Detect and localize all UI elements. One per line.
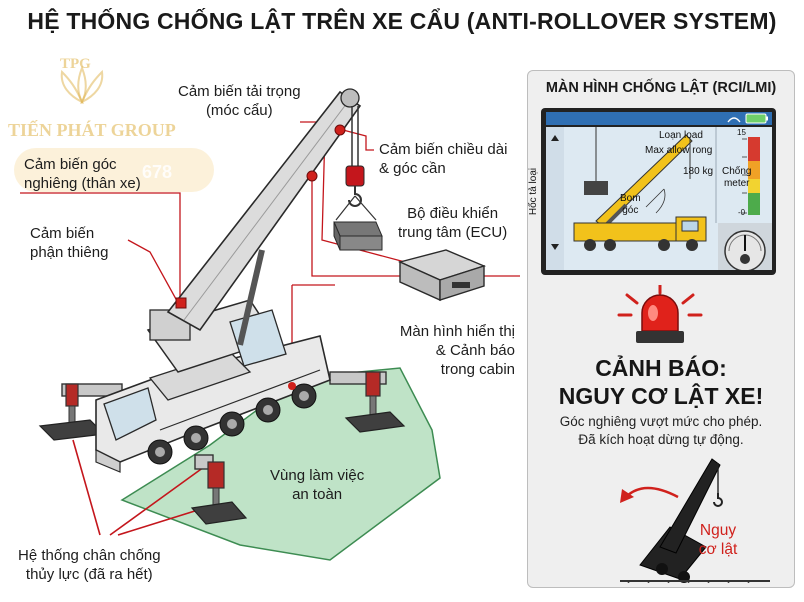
- warning-text: Góc nghiêng vượt mức cho phép. Đã kích h…: [527, 413, 795, 449]
- rci-screen-graphic: [546, 127, 772, 270]
- meter-bar-yellow: [748, 179, 760, 193]
- danger-label: Nguy cơ lật: [688, 521, 748, 559]
- warning-title-line-2: NGUY CƠ LẬT XE!: [558, 383, 764, 409]
- meter-bottom-value: -0: [738, 208, 746, 217]
- label-level-line-2: phận thiêng: [30, 244, 109, 261]
- tilt-sensor-marker: [175, 297, 187, 309]
- label-cabin-line-2: & Cảnh báo: [435, 342, 515, 359]
- meter-bar-red: [748, 137, 760, 161]
- pointer-outrigger-left: [72, 439, 101, 536]
- screen-max-label: Max allow rong: [645, 145, 713, 156]
- crane-truck: [95, 335, 331, 473]
- label-safe-zone-line-1: Vùng làm việc: [270, 467, 365, 484]
- watermark-logo-text: TPG: [60, 56, 91, 72]
- crane-illustration: [20, 88, 520, 561]
- watermark-lotus-icon: [60, 66, 104, 105]
- watermark-phone: 678: [142, 162, 173, 182]
- leader-tilt-sensor: [20, 192, 181, 300]
- outrigger-rear-right: [329, 371, 406, 433]
- label-safe-zone-line-2: an toàn: [292, 486, 343, 503]
- label-tilt-line-2: nghiêng (thân xe): [24, 175, 141, 192]
- pointer-outrigger-mid: [109, 466, 205, 536]
- label-cabin-line-1: Màn hình hiển thị: [399, 323, 515, 340]
- label-load-sensor-line-1: Cảm biến tải trọng: [178, 83, 301, 100]
- label-ecu-line-2: trung tâm (ECU): [398, 224, 508, 241]
- tipping-crane-illustration: [620, 458, 770, 583]
- status-battery-icon: [727, 113, 768, 124]
- leader-level-sensor: [127, 239, 183, 311]
- watermark-phone-band: [14, 148, 214, 192]
- crane-boom: [166, 88, 362, 346]
- label-length-line-2: & góc cần: [379, 160, 446, 177]
- screen-weight: 180 kg: [683, 166, 714, 177]
- warning-text-line-1: Góc nghiêng vượt mức cho phép.: [559, 414, 763, 429]
- label-load-sensor: Cảm biến tải trọng (móc cẩu): [178, 82, 301, 120]
- label-ecu: Bộ điều khiển trung tâm (ECU): [398, 204, 507, 242]
- label-level-sensor: Cảm biến phận thiêng: [30, 224, 108, 262]
- ecu-box: [397, 249, 487, 302]
- boom-sensor-marker: [306, 170, 318, 182]
- crane-hook: [335, 106, 377, 221]
- outrigger-sensor-marker: [288, 382, 296, 390]
- watermark-company: TIẾN PHÁT GROUP: [8, 120, 176, 140]
- warning-beacon-icon: [617, 285, 703, 343]
- mini-crane-load: [584, 181, 608, 195]
- meter-label: Chống meter: [722, 166, 751, 190]
- meter-label-line-2: meter: [723, 178, 750, 189]
- warning-text-line-2: Đã kích hoạt dừng tự động.: [578, 432, 744, 447]
- label-length-line-1: Cảm biến chiều dài: [379, 141, 508, 158]
- meter-label-line-1: Chống: [722, 166, 752, 177]
- leader-length-sensor: [342, 129, 374, 151]
- rci-screen-statusbar: [546, 112, 772, 125]
- label-outriggers: Hệ thống chân chống thủy lực (đã ra hết): [18, 546, 161, 584]
- meter-top-value: 15: [737, 128, 746, 137]
- screen-angle-line-2: góc: [622, 205, 639, 216]
- label-load-sensor-line-2: (móc cẩu): [205, 102, 273, 119]
- meter-bar-orange: [748, 161, 760, 179]
- label-ecu-line-1: Bộ điều khiển: [407, 205, 499, 222]
- screen-angle-label: Bom góc: [620, 193, 641, 217]
- label-cabin-line-3: trong cabin: [440, 361, 515, 378]
- rci-panel-title: MÀN HÌNH CHỐNG LẬT (RCI/LMI): [545, 80, 777, 96]
- screen-side-label: Hốc tả loại: [528, 167, 540, 216]
- rotation-arrow-icon: [625, 486, 679, 499]
- label-cabin-display: Màn hình hiển thị & Cảnh báo trong cabin: [385, 322, 515, 379]
- leader-ecu-2: [311, 176, 405, 277]
- load-sensor-marker: [334, 124, 346, 136]
- label-level-line-1: Cảm biến: [30, 225, 95, 242]
- meter-bar-green: [748, 193, 760, 215]
- label-outriggers-line-1: Hệ thống chân chống: [18, 547, 161, 564]
- label-length-angle-sensor: Cảm biến chiều dài & góc cần: [379, 140, 507, 178]
- label-tilt-sensor: Cảm biến góc nghiêng (thân xe): [24, 155, 141, 193]
- screen-angle-line-1: Bom: [620, 193, 641, 204]
- screen-load-label: Loạn load: [659, 130, 703, 141]
- label-outriggers-line-2: thủy lực (đã ra hết): [25, 566, 153, 583]
- outrigger-front: [190, 454, 248, 525]
- page-title: HỆ THỐNG CHỐNG LẬT TRÊN XE CẨU (ANTI-ROL…: [27, 8, 777, 34]
- danger-label-line-1: Nguy: [699, 522, 737, 539]
- label-safe-zone: Vùng làm việc an toàn: [270, 466, 364, 504]
- warning-title-line-1: CẢNH BÁO:: [595, 355, 727, 381]
- suspended-load: [333, 221, 383, 251]
- label-tilt-line-1: Cảm biến góc: [24, 156, 117, 173]
- warning-title: CẢNH BÁO: NGUY CƠ LẬT XE!: [527, 354, 795, 410]
- danger-label-line-2: cơ lật: [698, 541, 738, 558]
